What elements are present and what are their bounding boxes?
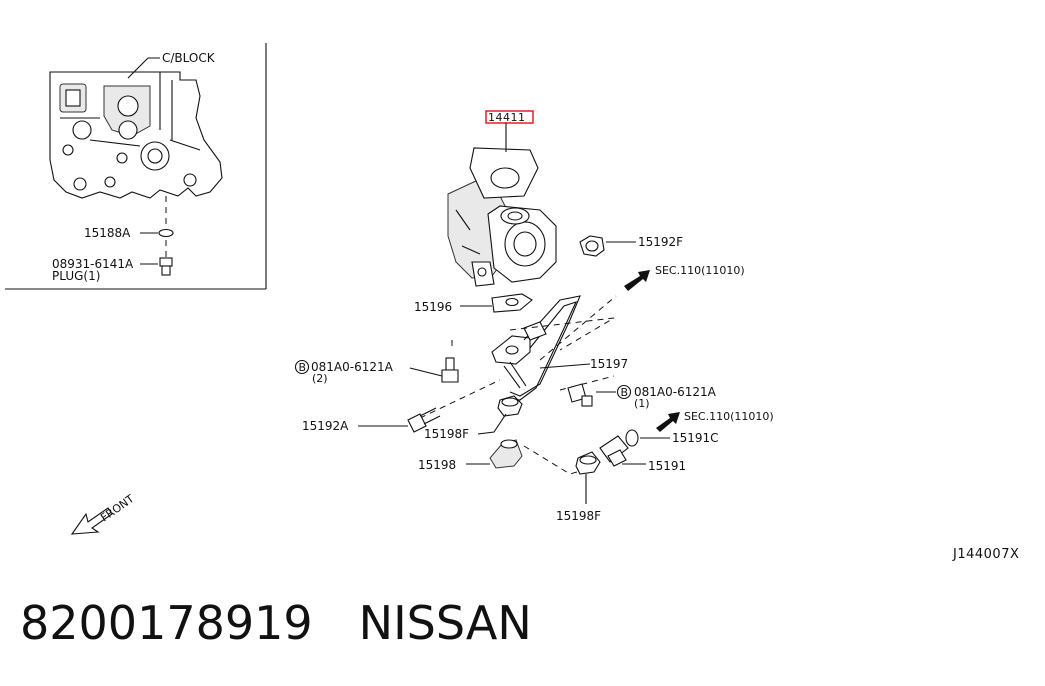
footer-brand: NISSAN (358, 596, 532, 650)
callout-plug: PLUG(1) (52, 269, 100, 283)
callout-15198f-b: 15198F (556, 509, 601, 523)
footer-title: 8200178919 NISSAN (20, 596, 532, 650)
callout-15191: 15191 (648, 459, 686, 473)
callout-cblock: C/BLOCK (162, 51, 216, 65)
callout-bolt-left-num: 081A0-6121A (311, 360, 394, 374)
callout-sec-top: SEC.110(11010) (655, 264, 745, 277)
circle-b-right (616, 384, 632, 400)
callout-sec-bottom: SEC.110(11010) (684, 410, 774, 423)
union-15191 (599, 435, 629, 467)
hose-15198 (489, 439, 523, 469)
cylinder-block-illustration (49, 71, 223, 199)
plug-08931 (159, 257, 173, 276)
callout-15191c: 15191C (672, 431, 719, 445)
clamp-15198f-lower (575, 451, 601, 475)
clamp-15198f-upper (497, 395, 523, 417)
bolt-15192a (407, 407, 441, 433)
callout-15197: 15197 (590, 357, 628, 371)
front-arrow (70, 507, 113, 535)
callout-15188a: 15188A (84, 226, 131, 240)
callout-front: FRONT (98, 492, 136, 524)
bolt-right (567, 383, 593, 407)
callout-08931: 08931-6141A (52, 257, 134, 271)
turbocharger-14411 (447, 147, 557, 287)
washer-15188a (158, 228, 174, 238)
diagram-code: J144007X (952, 547, 1019, 562)
callout-14411: 14411 (488, 111, 526, 124)
circle-b-left (294, 359, 310, 375)
callout-bolt-right-num: 081A0-6121A (634, 385, 717, 399)
callout-15192a: 15192A (302, 419, 349, 433)
circle-b-right-letter: B (621, 386, 629, 399)
circle-b-left-letter: B (299, 361, 307, 374)
gasket-15196 (491, 293, 533, 313)
callout-15196: 15196 (414, 300, 452, 314)
callout-15198f-a: 15198F (424, 427, 469, 441)
callout-15198: 15198 (418, 458, 456, 472)
arrow-sec-bottom (656, 412, 680, 432)
gasket-15191c (625, 429, 639, 447)
footer-part-number: 8200178919 (20, 596, 313, 650)
arrow-sec-top (624, 270, 650, 291)
callout-bolt-left-qty: (2) (312, 372, 328, 385)
inset-frame (5, 43, 267, 290)
gasket-15192f (579, 235, 605, 257)
oil-pipe-15197 (491, 295, 581, 401)
highlight-box-14411 (485, 110, 534, 124)
callout-bolt-right-qty: (1) (634, 397, 650, 410)
callout-15192f: 15192F (638, 235, 683, 249)
bolt-left (441, 357, 459, 383)
